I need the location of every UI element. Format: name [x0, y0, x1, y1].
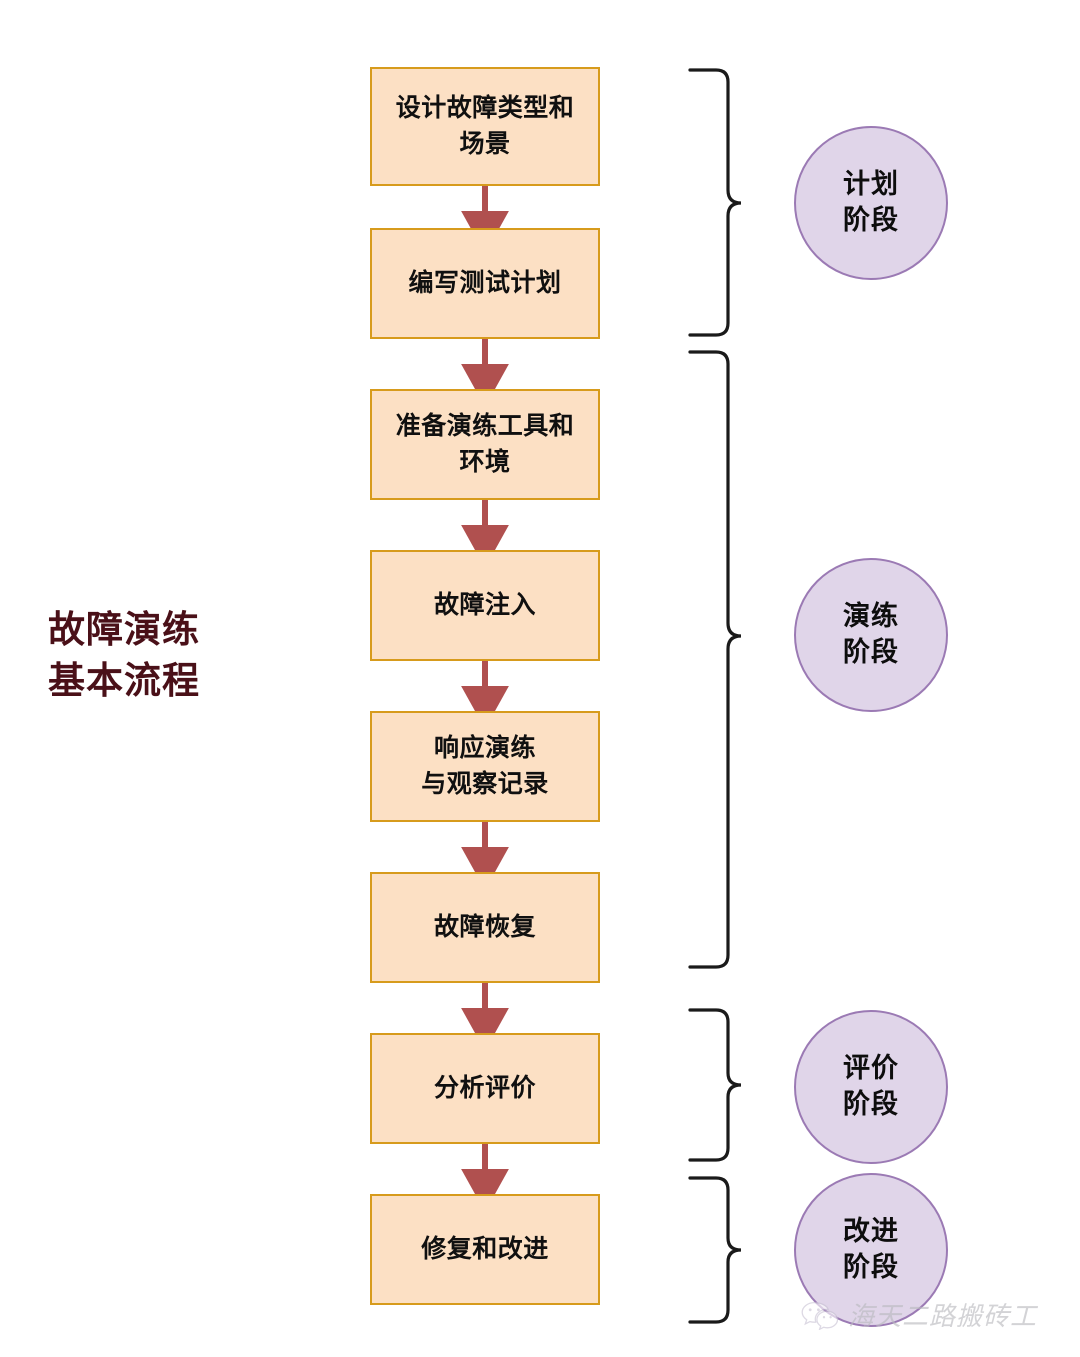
process-box-analysis-evaluation[interactable]: 分析评价 [370, 1033, 600, 1144]
process-box-response-drill-observe[interactable]: 响应演练 与观察记录 [370, 711, 600, 822]
brace-improve-phase [688, 1176, 742, 1324]
process-box-design-fault-types[interactable]: 设计故障类型和 场景 [370, 67, 600, 186]
phase-circle-drill[interactable]: 演练 阶段 [794, 558, 948, 712]
watermark: 海天二路搬砖工 [800, 1296, 1037, 1333]
process-box-fault-recovery[interactable]: 故障恢复 [370, 872, 600, 983]
watermark-text: 海天二路搬砖工 [848, 1301, 1038, 1331]
process-box-fault-injection[interactable]: 故障注入 [370, 550, 600, 661]
process-box-write-test-plan[interactable]: 编写测试计划 [370, 228, 600, 339]
brace-evaluate-phase [688, 1008, 742, 1162]
brace-drill-phase [688, 350, 742, 969]
process-box-prepare-tools-env[interactable]: 准备演练工具和 环境 [370, 389, 600, 500]
wechat-icon [801, 1301, 839, 1330]
diagram-title: 故障演练 基本流程 [48, 609, 200, 702]
brace-plan-phase [688, 68, 742, 337]
process-box-repair-improve[interactable]: 修复和改进 [370, 1194, 600, 1305]
phase-circle-evaluate[interactable]: 评价 阶段 [794, 1010, 948, 1164]
phase-braces [688, 68, 742, 1324]
phase-circle-improve[interactable]: 改进 阶段 [794, 1173, 948, 1327]
phase-circle-plan[interactable]: 计划 阶段 [794, 126, 948, 280]
